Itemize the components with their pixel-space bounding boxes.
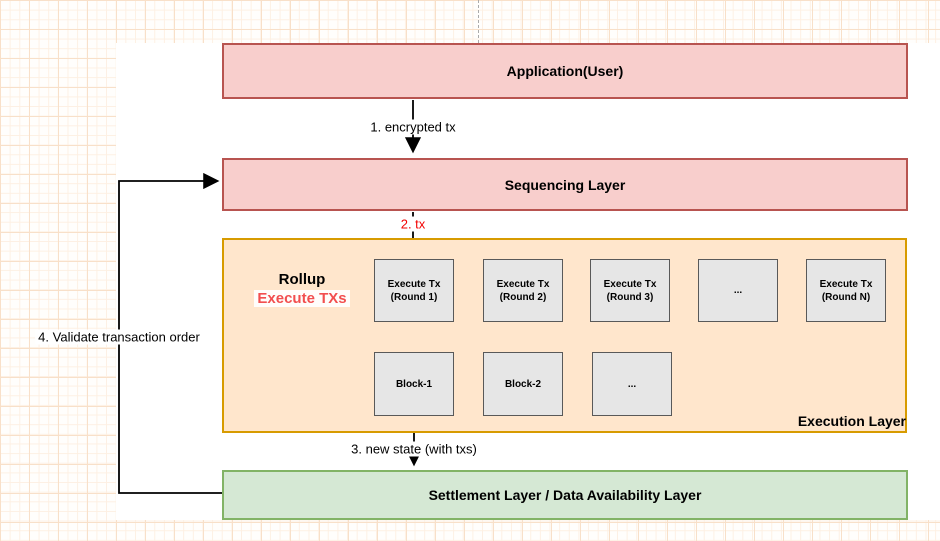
execution-layer-container — [222, 238, 907, 433]
block-node-ellipsis: ... — [592, 352, 672, 416]
round-node-2-line1: Execute Tx — [496, 278, 550, 290]
application-layer-box: Application(User) — [222, 43, 908, 99]
settlement-layer-box: Settlement Layer / Data Availability Lay… — [222, 470, 908, 520]
flow-label-step2: 2. tx — [397, 216, 429, 232]
round-node-3: Execute Tx (Round 3) — [590, 259, 670, 322]
round-node-3-line1: Execute Tx — [603, 278, 657, 290]
block-node-ellipsis-label: ... — [627, 378, 637, 390]
rollup-title: Rollup — [278, 271, 326, 288]
round-node-N-line1: Execute Tx — [819, 278, 873, 290]
round-node-ellipsis: ... — [698, 259, 778, 322]
block-node-1: Block-1 — [374, 352, 454, 416]
execution-layer-label: Execution Layer — [797, 413, 906, 429]
round-node-1-line2: (Round 1) — [390, 291, 438, 303]
flow-label-step4: 4. Validate transaction order — [35, 329, 203, 345]
round-node-2-line2: (Round 2) — [499, 291, 547, 303]
rollup-subtitle: Execute TXs — [254, 290, 350, 307]
block-node-2-label: Block-2 — [504, 378, 542, 390]
round-node-N: Execute Tx (Round N) — [806, 259, 886, 322]
round-node-ellipsis-label: ... — [733, 285, 743, 296]
settlement-layer-label: Settlement Layer / Data Availability Lay… — [428, 487, 702, 503]
round-node-1-line1: Execute Tx — [387, 278, 441, 290]
flow-label-step3: 3. new state (with txs) — [348, 441, 480, 457]
round-node-N-line2: (Round N) — [821, 291, 871, 303]
application-layer-label: Application(User) — [506, 63, 624, 79]
block-node-1-label: Block-1 — [395, 378, 433, 390]
sequencing-layer-box: Sequencing Layer — [222, 158, 908, 211]
sequencing-layer-label: Sequencing Layer — [504, 176, 626, 193]
flow-label-step1: 1. encrypted tx — [367, 119, 459, 135]
round-node-1: Execute Tx (Round 1) — [374, 259, 454, 322]
round-node-2: Execute Tx (Round 2) — [483, 259, 563, 322]
block-node-2: Block-2 — [483, 352, 563, 416]
page-break-dashed-line — [478, 0, 479, 43]
round-node-3-line2: (Round 3) — [606, 291, 654, 303]
rollup-caption: Rollup Execute TXs — [240, 271, 364, 308]
